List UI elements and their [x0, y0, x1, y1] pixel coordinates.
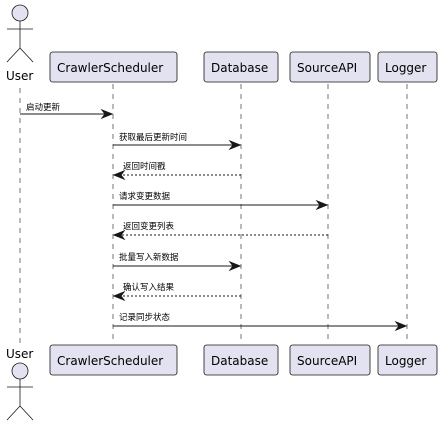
participant-box: [377, 344, 438, 376]
actor-head: [11, 362, 29, 380]
message-4: 请求变更数据: [113, 191, 329, 211]
message-label: 返回变更列表: [123, 221, 175, 232]
participant-box: [49, 344, 178, 376]
participant-database-bottom: Database: [203, 344, 279, 376]
actor-leg-left: [6, 47, 21, 63]
participant-box: [289, 344, 371, 376]
arrow-head: [112, 229, 126, 241]
participant-label-scheduler-bottom: CrawlerScheduler: [57, 354, 163, 368]
actor-label-user-bottom: User: [6, 347, 33, 361]
arrow-head: [394, 320, 408, 332]
arrow-head: [112, 169, 126, 181]
message-label: 确认写入结果: [123, 282, 175, 293]
message-5: 返回变更列表: [112, 221, 328, 241]
arrow-head: [315, 199, 329, 211]
actor-leg-right: [19, 47, 34, 63]
message-label: 返回时间戳: [123, 161, 166, 172]
message-8: 记录同步状态: [113, 312, 408, 332]
actor-head: [11, 4, 29, 22]
participant-box: [203, 51, 279, 83]
participant-label-logger-bottom: Logger: [385, 354, 426, 368]
participant-sourceapi-top: SourceAPI: [289, 51, 371, 83]
participant-label-database-top: Database: [211, 61, 268, 75]
participant-label-sourceapi-top: SourceAPI: [297, 61, 357, 75]
message-7: 确认写入结果: [112, 282, 241, 302]
participant-scheduler-top: CrawlerScheduler: [49, 51, 178, 83]
participant-logger-bottom: Logger: [377, 344, 438, 376]
participant-label-scheduler-top: CrawlerScheduler: [57, 61, 163, 75]
participant-logger-top: Logger: [377, 51, 438, 83]
participant-box: [49, 51, 178, 83]
participant-label-sourceapi-bottom: SourceAPI: [297, 354, 357, 368]
actor-label-user-top: User: [6, 69, 33, 83]
participant-label-logger-top: Logger: [385, 61, 426, 75]
arrow-head: [112, 290, 126, 302]
participant-database-top: Database: [203, 51, 279, 83]
message-1: 启动更新: [20, 102, 114, 120]
message-label: 获取最后更新时间: [119, 132, 187, 143]
arrow-head: [228, 260, 242, 272]
participant-label-database-bottom: Database: [211, 354, 268, 368]
participant-box: [203, 344, 279, 376]
participant-scheduler-bottom: CrawlerScheduler: [49, 344, 178, 376]
message-6: 批量写入新数据: [113, 252, 242, 272]
actor-leg-right: [19, 405, 34, 421]
message-label: 记录同步状态: [119, 312, 171, 323]
message-label: 启动更新: [26, 102, 61, 113]
actor-user-top: User: [6, 4, 34, 83]
message-label: 请求变更数据: [119, 191, 171, 202]
arrow-head: [228, 139, 242, 151]
message-2: 获取最后更新时间: [113, 132, 242, 151]
participant-sourceapi-bottom: SourceAPI: [289, 344, 371, 376]
message-label: 批量写入新数据: [119, 252, 179, 263]
actor-user-bottom: User: [6, 347, 34, 421]
message-3: 返回时间戳: [112, 161, 241, 181]
actor-leg-left: [6, 405, 21, 421]
participant-box: [377, 51, 438, 83]
participant-box: [289, 51, 371, 83]
arrow-head: [100, 108, 114, 120]
